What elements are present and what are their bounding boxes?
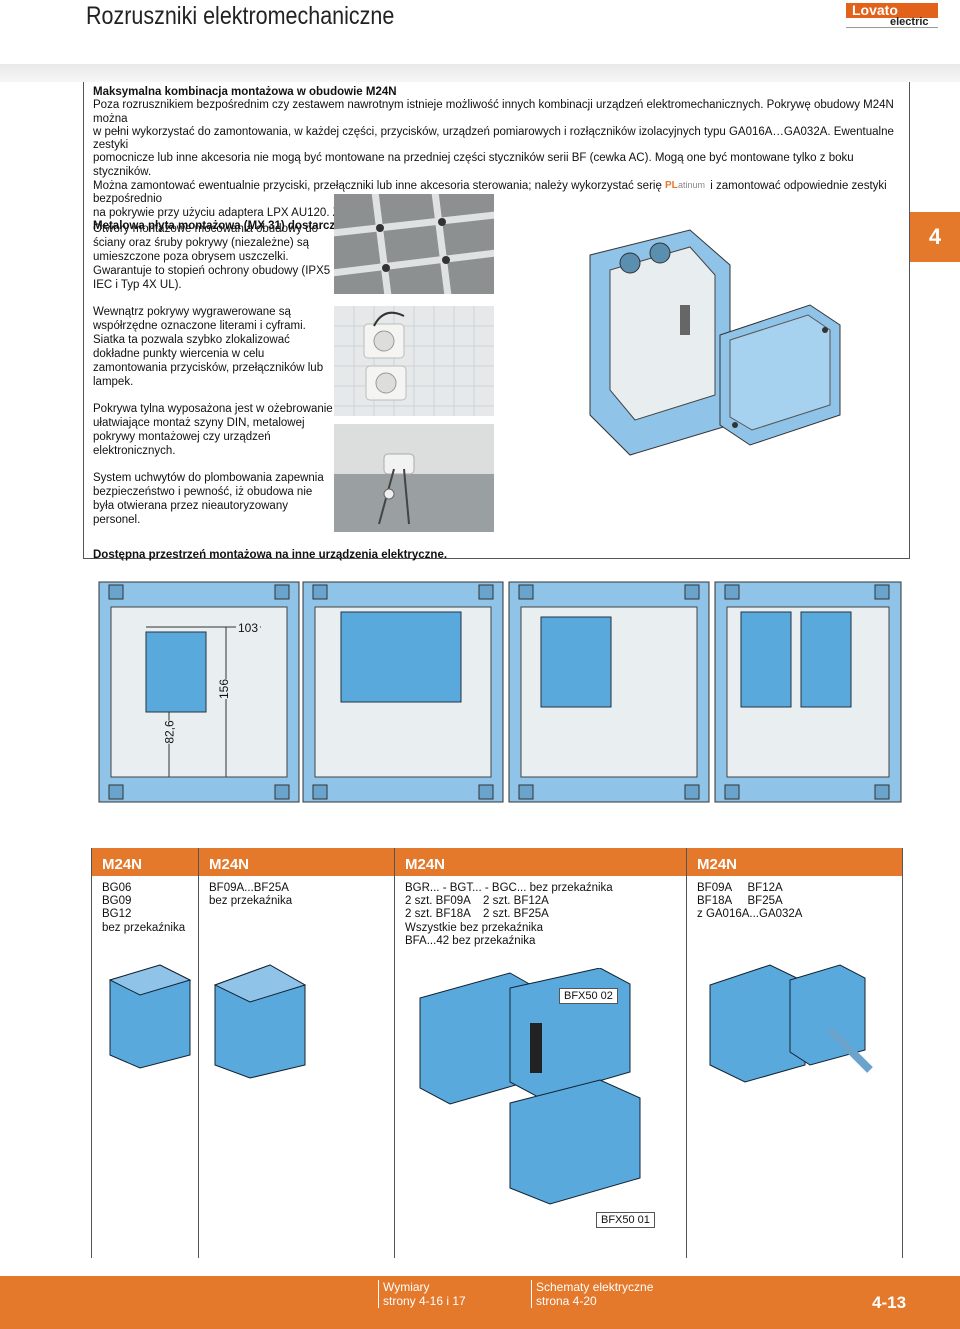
photo-lid-grid: [334, 194, 494, 294]
reversing-contactor-illustration: [419, 968, 641, 1205]
info-frame: [83, 82, 910, 559]
column-2: M24N BF09A...BF25A bez przekaźnika: [199, 848, 395, 1258]
mounting-title: Dostępna przestrzeń montażowa na inne ur…: [93, 549, 448, 561]
column-4: M24N BF09A BF12A BF18A BF25A z GA016A...…: [687, 848, 903, 1258]
feature-paragraph: Otwory montażowe mocowania obudowy do śc…: [93, 223, 331, 291]
info-line: Można zamontować ewentualnie przyciski, …: [93, 179, 887, 206]
column-1: M24N BG06 BG09 BG12 bez przekaźnika: [91, 848, 199, 1258]
contactor-bg-illustration: [108, 964, 192, 1069]
column-header: M24N: [687, 848, 902, 876]
footer-band: [0, 1276, 960, 1329]
page-title: Rozruszniki elektromechaniczne: [86, 2, 395, 30]
photo-lid-drilling: [334, 306, 494, 416]
enclosure-illustration: [589, 229, 841, 456]
chapter-tab: 4: [910, 212, 960, 262]
info-line: Poza rozrusznikiem bezpośrednim czy zest…: [93, 99, 894, 125]
logo-sub: electric: [890, 16, 929, 28]
column-header: M24N: [199, 848, 394, 876]
lovato-logo: Lovato electric: [846, 2, 938, 29]
column-body: BF09A...BF25A bez przekaźnika: [209, 882, 293, 908]
column-body: BF09A BF12A BF18A BF25A z GA016A...GA032…: [697, 882, 803, 921]
info-heading: Maksymalna kombinacja montażowa w obudow…: [93, 86, 397, 98]
column-body: BG06 BG09 BG12 bez przekaźnika: [102, 882, 186, 934]
page-number: 4-13: [872, 1293, 907, 1312]
accessory-label-bfx02: BFX50 02: [559, 988, 618, 1004]
feature-paragraph: Pokrywa tylna wyposażona jest w ożebrowa…: [93, 403, 333, 457]
column-3: M24N BGR... - BGT... - BGC... bez przeka…: [395, 848, 687, 1258]
info-text: Maksymalna kombinacja montażowa w obudow…: [93, 86, 905, 233]
column-body: BGR... - BGT... - BGC... bez przekaźnika…: [405, 882, 613, 947]
top-band: [0, 64, 960, 82]
product-columns: M24N BG06 BG09 BG12 bez przekaźnika M24N…: [91, 848, 903, 1258]
info-line: w pełni wykorzystać do zamontowania, w k…: [93, 125, 894, 152]
logo-name: Lovato: [852, 2, 898, 18]
contactor-bf-illustration: [213, 964, 307, 1079]
mounting-diagrams: [98, 581, 902, 803]
footer-link-dimensions[interactable]: Wymiary strony 4-16 i 17: [383, 1280, 466, 1308]
accessory-label-bfx01: BFX50 01: [596, 1212, 655, 1228]
feature-paragraph: System uchwytów do plombowania zapewnia …: [93, 472, 324, 526]
footer-link-schematics[interactable]: Schematy elektryczne strona 4-20: [536, 1280, 654, 1308]
dimension-width: 103: [236, 621, 261, 635]
svg-text:PL: PL: [665, 180, 678, 190]
info-line: na pokrywie przy użyciu adaptera LPX AU1…: [93, 206, 427, 219]
feature-paragraph: Wewnątrz pokrywy wygrawerowane są współr…: [93, 306, 324, 388]
column-header: M24N: [92, 848, 198, 876]
features-text: Otwory montażowe mocowania obudowy do śc…: [93, 222, 333, 540]
column-header: M24N: [395, 848, 686, 876]
info-line: pomocnicze lub inne akcesoria nie mogą b…: [93, 152, 854, 178]
contactor-ga-illustration: [709, 964, 873, 1083]
dimension-depth: 82,6: [162, 720, 177, 744]
photo-seal: [334, 424, 494, 532]
dimension-height: 156: [217, 678, 232, 700]
svg-text:atinum: atinum: [678, 180, 705, 190]
